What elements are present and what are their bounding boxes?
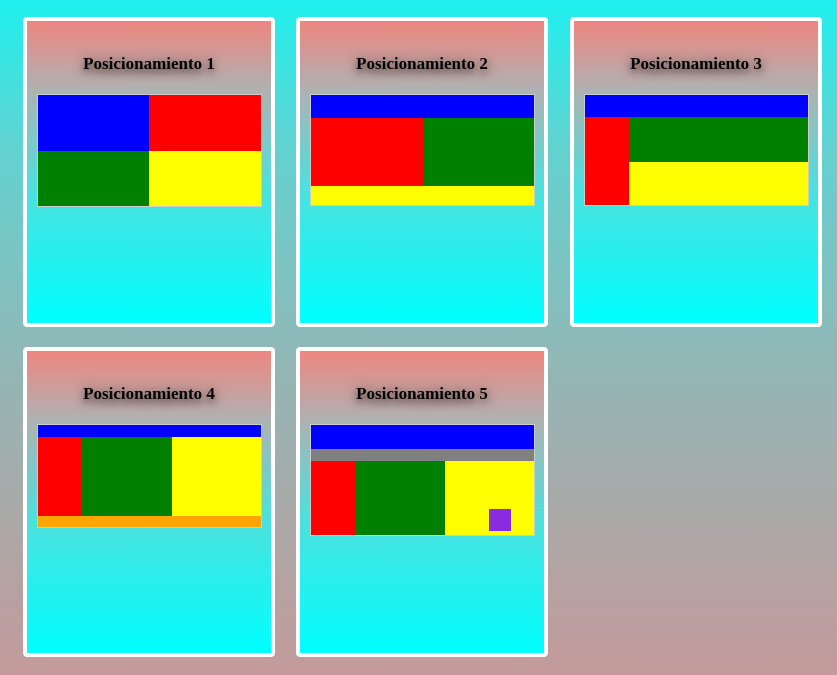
layout-card-4: Posicionamiento 4 <box>23 347 275 657</box>
card-title: Posicionamiento 1 <box>83 54 215 73</box>
card-title: Posicionamiento 5 <box>356 384 488 403</box>
layout-demo-2 <box>310 94 535 206</box>
blue-block <box>311 425 534 449</box>
red-block <box>311 118 423 186</box>
yellow-block <box>629 162 808 205</box>
red-block <box>149 95 261 151</box>
purple-square <box>489 509 511 531</box>
gray-block <box>311 449 534 461</box>
red-block <box>38 437 82 516</box>
green-block <box>629 117 808 162</box>
green-block <box>38 151 149 206</box>
blue-block <box>38 425 261 437</box>
yellow-block <box>149 151 261 206</box>
blue-block <box>311 95 534 118</box>
layout-card-5: Posicionamiento 5 <box>296 347 548 657</box>
card-title: Posicionamiento 4 <box>83 384 215 403</box>
layout-demo-5 <box>310 424 535 536</box>
green-block <box>356 461 445 535</box>
layout-demo-3 <box>584 94 809 206</box>
green-block <box>423 118 534 186</box>
blue-block <box>38 95 149 151</box>
orange-block <box>38 516 261 527</box>
yellow-block <box>172 437 261 516</box>
layout-card-3: Posicionamiento 3 <box>570 17 822 327</box>
card-title: Posicionamiento 3 <box>630 54 762 73</box>
blue-block <box>585 95 808 117</box>
layout-card-2: Posicionamiento 2 <box>296 17 548 327</box>
card-title: Posicionamiento 2 <box>356 54 488 73</box>
layout-demo-4 <box>37 424 262 528</box>
layout-card-1: Posicionamiento 1 <box>23 17 275 327</box>
red-block <box>311 461 356 535</box>
red-block <box>585 117 629 205</box>
yellow-block <box>311 186 534 205</box>
layout-demo-1 <box>37 94 262 207</box>
green-block <box>82 437 172 516</box>
